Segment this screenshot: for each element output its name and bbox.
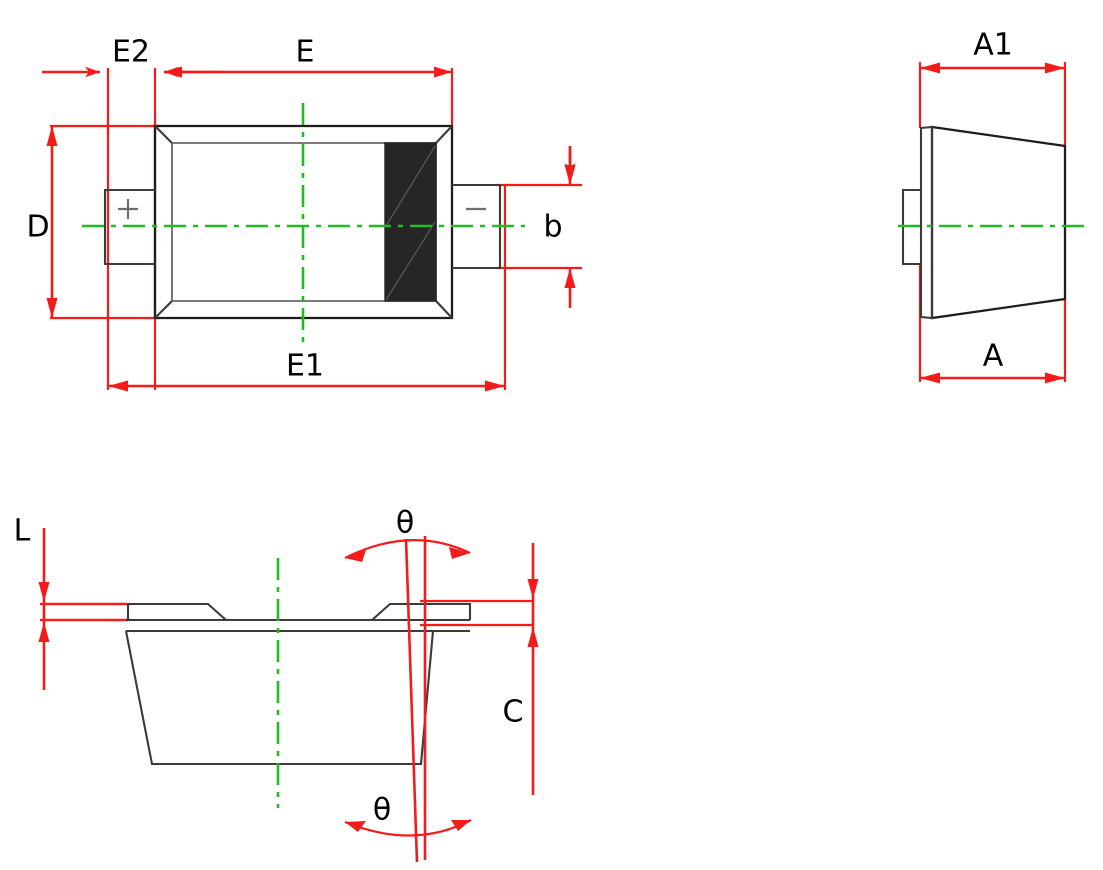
side-section-view: L C θ θ	[14, 506, 539, 863]
angle-theta-bottom: θ	[344, 793, 472, 837]
dimension-L: L	[14, 514, 50, 690]
dimension-label-A: A	[983, 339, 1004, 374]
dimension-label-C: C	[503, 695, 524, 730]
dimension-C: C	[503, 543, 539, 795]
dimension-E2: E2	[42, 35, 222, 78]
dimension-label-E1: E1	[286, 349, 324, 384]
angle-label-theta-bottom: θ	[373, 793, 391, 828]
dimension-D: D	[26, 126, 58, 318]
dimension-label-L: L	[14, 514, 31, 549]
side-view-extension-lines	[40, 599, 534, 627]
end-view: A1 A	[898, 28, 1088, 384]
dimension-label-b: b	[543, 210, 562, 245]
polarity-stripe-band	[384, 142, 437, 302]
dimension-label-E: E	[296, 35, 315, 70]
dimension-E: E	[164, 35, 452, 78]
dimension-A1: A1	[920, 28, 1065, 74]
top-view-centerlines	[82, 103, 525, 342]
angle-label-theta-top: θ	[396, 506, 414, 541]
angle-theta-top: θ	[344, 506, 471, 863]
dimension-A: A	[920, 339, 1065, 384]
top-plan-view: E2 E D b E1	[26, 35, 582, 392]
side-view-body-outline	[124, 602, 472, 766]
anode-lead-terminal	[103, 188, 155, 266]
end-view-extension-lines	[918, 62, 1067, 382]
dimension-b: b	[543, 146, 576, 308]
dimension-label-D: D	[26, 210, 49, 245]
dimension-label-E2: E2	[112, 35, 150, 70]
capacitor-body-outline	[153, 124, 454, 320]
end-view-body-outline	[901, 125, 1067, 320]
dimension-E1: E1	[108, 349, 505, 392]
dimension-label-A1: A1	[973, 28, 1013, 63]
top-view-extension-lines	[50, 68, 582, 390]
